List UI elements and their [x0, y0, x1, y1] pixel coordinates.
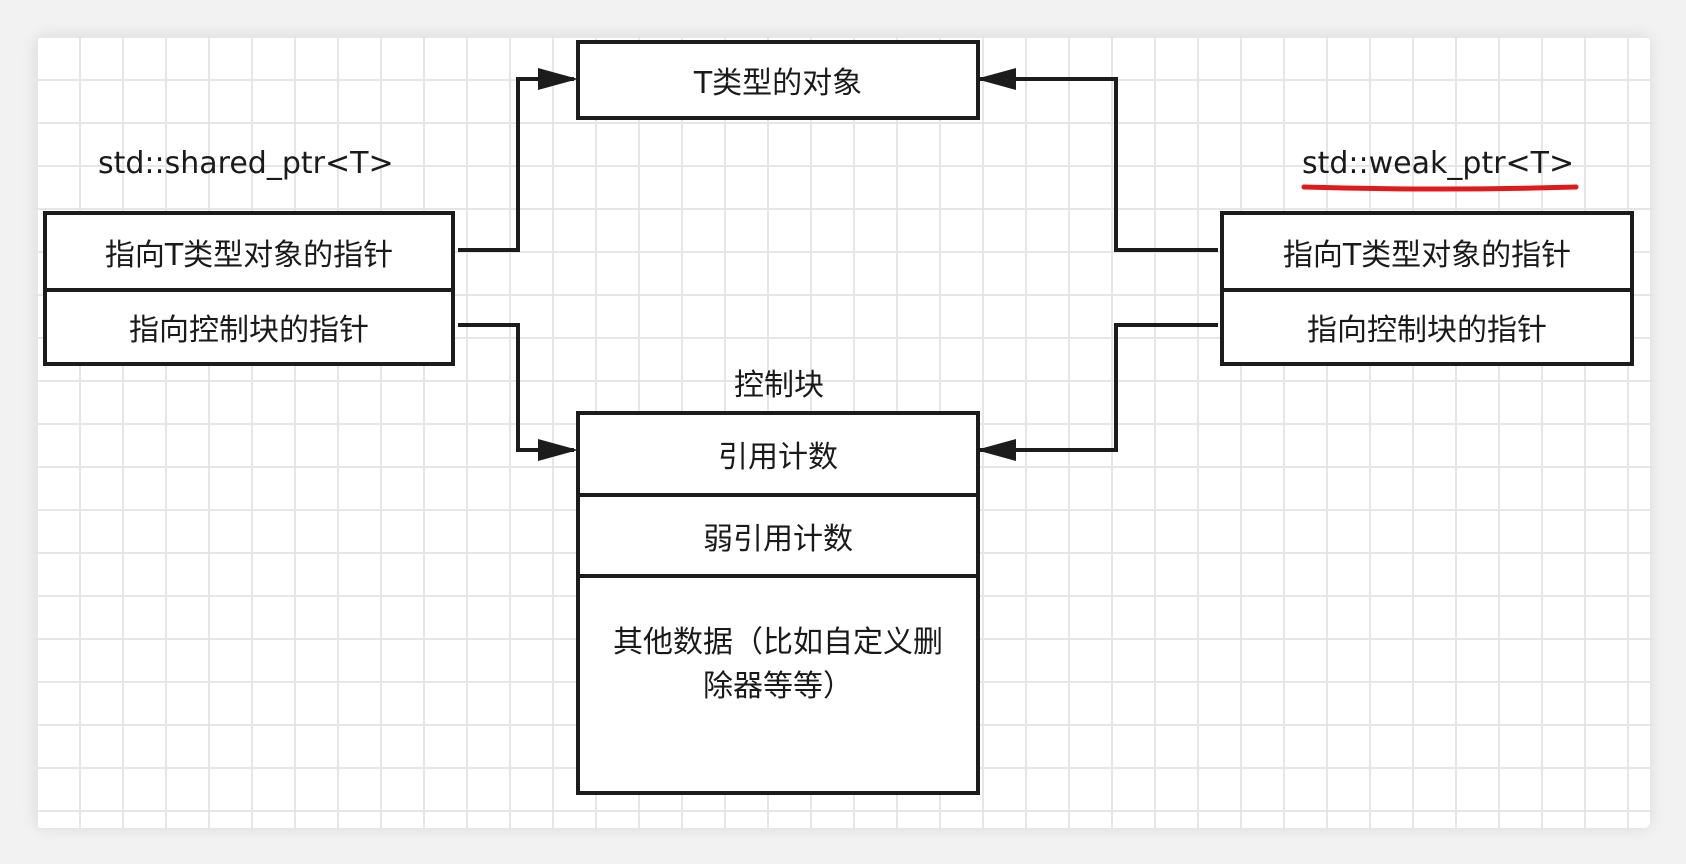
weak-ptr-object-pointer: 指向T类型对象的指针 [1282, 237, 1572, 273]
shared-ptr-box: 指向T类型对象的指针 指向控制块的指针 [43, 211, 455, 366]
arrowhead-shared-to-control-block [538, 439, 578, 461]
weak-ptr-underline [1301, 184, 1579, 192]
diagram-canvas: T类型的对象 std::shared_ptr<T> 指向T类型对象的指针 指向控… [36, 36, 1650, 828]
weak-ptr-control-pointer: 指向控制块的指针 [1224, 288, 1630, 362]
weak-ptr-box: 指向T类型对象的指针 指向控制块的指针 [1220, 211, 1634, 366]
t-object-box: T类型的对象 [576, 40, 980, 120]
arrowhead-shared-to-object [538, 68, 578, 90]
shared-ptr-control-pointer: 指向控制块的指针 [47, 288, 451, 362]
weak-ptr-title: std::weak_ptr<T> [1302, 146, 1575, 181]
arrowhead-weak-to-control-block [976, 439, 1016, 461]
arrowhead-weak-to-object [976, 68, 1016, 90]
arrow-weak-to-object [980, 77, 1218, 252]
arrow-weak-to-control-block [980, 323, 1218, 452]
shared-ptr-object-pointer: 指向T类型对象的指针 [104, 237, 394, 273]
connector-layer [458, 68, 1579, 461]
arrow-shared-to-object [458, 77, 574, 252]
control-block-box: 引用计数 弱引用计数 其他数据（比如自定义删除器等等） [576, 411, 980, 795]
control-block-title: 控制块 [734, 368, 824, 403]
shared-ptr-title: std::shared_ptr<T> [98, 146, 394, 181]
weak-reference-count: 弱引用计数 [580, 493, 976, 574]
arrow-shared-to-control-block [458, 323, 574, 452]
reference-count: 引用计数 [718, 440, 838, 475]
other-data: 其他数据（比如自定义删除器等等） [580, 574, 976, 791]
t-object-label: T类型的对象 [693, 66, 863, 101]
